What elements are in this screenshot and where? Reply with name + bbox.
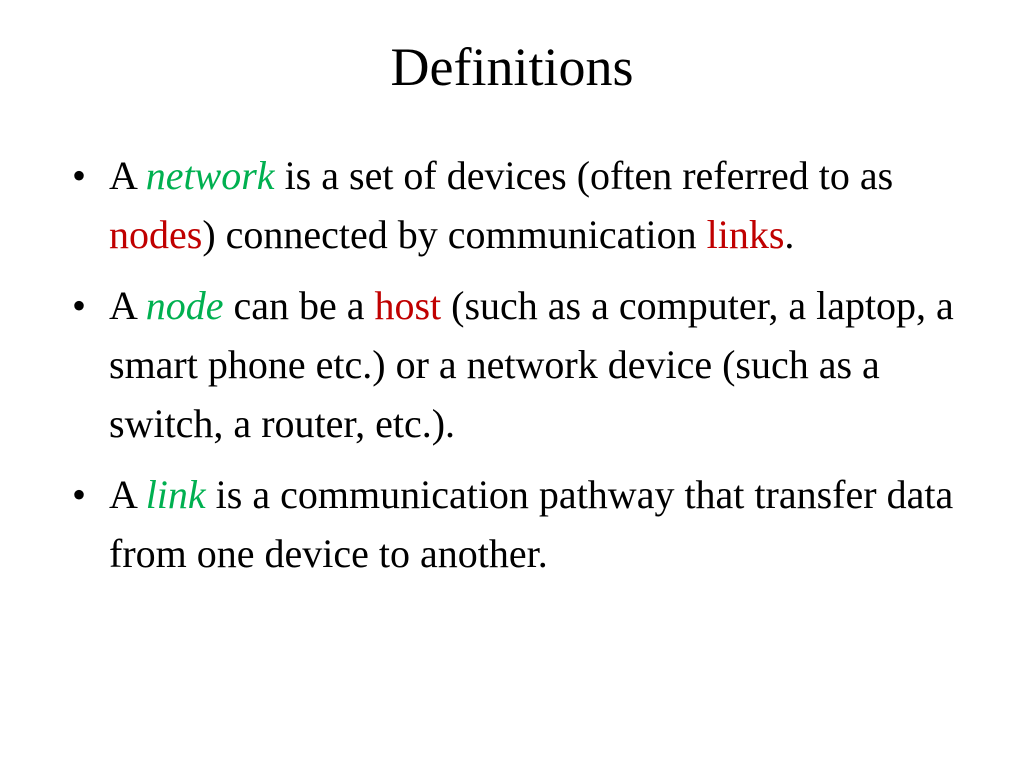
bullet-text: can be a bbox=[223, 283, 375, 328]
bullet-mark: • bbox=[72, 472, 87, 517]
bullet-text: (such as a computer, a laptop, a smart p… bbox=[109, 283, 954, 446]
term-node: node bbox=[145, 283, 224, 328]
term-nodes: nodes bbox=[109, 212, 203, 257]
bullet-text: is a set of devices (often referred to a… bbox=[274, 153, 894, 198]
bullet-text: . bbox=[784, 212, 795, 257]
bullet-list: • A network is a set of devices (often r… bbox=[72, 146, 992, 595]
bullet-text: A bbox=[109, 153, 146, 198]
bullet-mark: • bbox=[72, 283, 87, 328]
term-links: links bbox=[706, 212, 785, 257]
bullet-text: ) connected by communication bbox=[202, 212, 707, 257]
bullet-text: A bbox=[109, 283, 146, 328]
term-network: network bbox=[145, 153, 275, 198]
bullet-item-network: • A network is a set of devices (often r… bbox=[72, 146, 992, 264]
slide-title: Definitions bbox=[390, 37, 634, 97]
bullet-mark: • bbox=[72, 153, 87, 198]
term-link: link bbox=[145, 472, 206, 517]
bullet-text: A bbox=[109, 472, 146, 517]
bullet-text: is a communication pathway that transfer… bbox=[109, 472, 954, 576]
bullet-item-link: • A link is a communication pathway that… bbox=[72, 465, 992, 583]
bullet-item-node: • A node can be a host (such as a comput… bbox=[72, 276, 992, 453]
term-host: host bbox=[374, 283, 442, 328]
